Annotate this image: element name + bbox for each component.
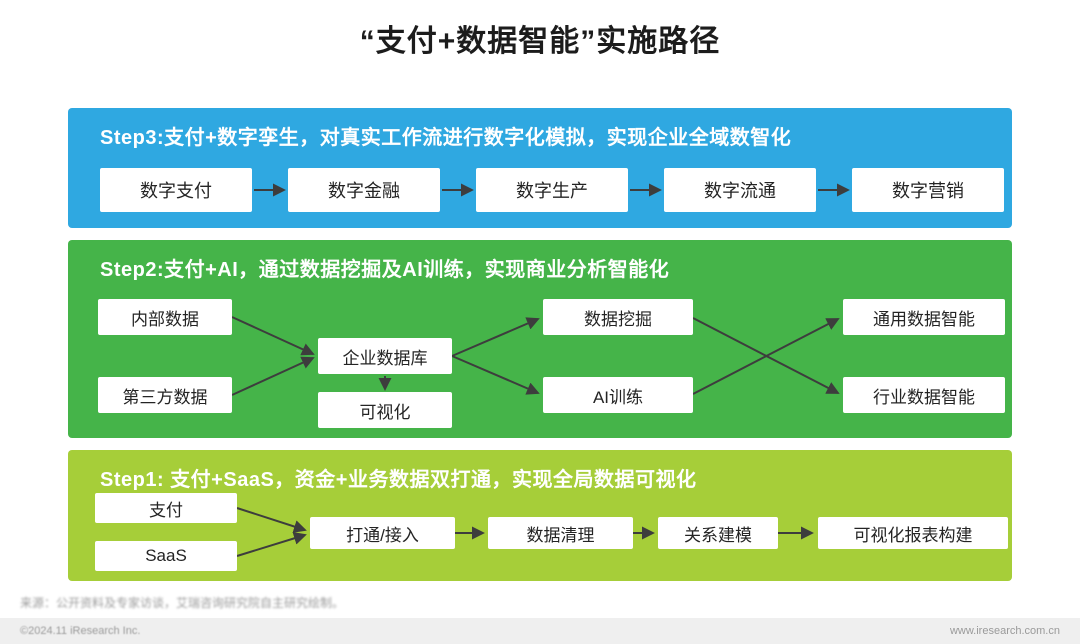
step1-node-payment: 支付 bbox=[95, 493, 237, 523]
step2-node-visualization: 可视化 bbox=[318, 392, 452, 428]
step3-node-digital-production: 数字生产 bbox=[476, 168, 628, 212]
step3-header: Step3:支付+数字孪生，对真实工作流进行数字化模拟，实现企业全域数智化 bbox=[100, 127, 792, 149]
step3-node-digital-finance: 数字金融 bbox=[288, 168, 440, 212]
step1-node-saas: SaaS bbox=[95, 541, 237, 571]
copyright-text: ©2024.11 iResearch Inc. bbox=[20, 625, 141, 637]
step2-node-internal-data: 内部数据 bbox=[98, 299, 232, 335]
step2-node-general-data-intelligence: 通用数据智能 bbox=[843, 299, 1005, 335]
step2-node-data-mining: 数据挖掘 bbox=[543, 299, 693, 335]
step2-header: Step2:支付+AI，通过数据挖掘及AI训练，实现商业分析智能化 bbox=[100, 259, 670, 281]
step1-node-relation-modeling: 关系建模 bbox=[658, 517, 778, 549]
step2-node-ai-training: AI训练 bbox=[543, 377, 693, 413]
step1-node-data-cleaning: 数据清理 bbox=[488, 517, 633, 549]
step1-node-connect-access: 打通/接入 bbox=[310, 517, 455, 549]
step3-node-digital-payment: 数字支付 bbox=[100, 168, 252, 212]
website-link: www.iresearch.com.cn bbox=[949, 625, 1060, 637]
step2-node-third-party-data: 第三方数据 bbox=[98, 377, 232, 413]
step2-node-industry-data-intelligence: 行业数据智能 bbox=[843, 377, 1005, 413]
page-title: “支付+数据智能”实施路径 bbox=[359, 25, 721, 58]
step1-node-visual-report-building: 可视化报表构建 bbox=[818, 517, 1008, 549]
step3-node-digital-circulation: 数字流通 bbox=[664, 168, 816, 212]
step3-node-digital-marketing: 数字营销 bbox=[852, 168, 1004, 212]
step2-node-enterprise-database: 企业数据库 bbox=[318, 338, 452, 374]
footer-bar: ©2024.11 iResearch Inc. www.iresearch.co… bbox=[0, 618, 1080, 644]
source-note: 来源：公开资料及专家访谈，艾瑞咨询研究院自主研究绘制。 bbox=[20, 596, 345, 610]
step1-header: Step1: 支付+SaaS，资金+业务数据双打通，实现全局数据可视化 bbox=[100, 469, 697, 491]
